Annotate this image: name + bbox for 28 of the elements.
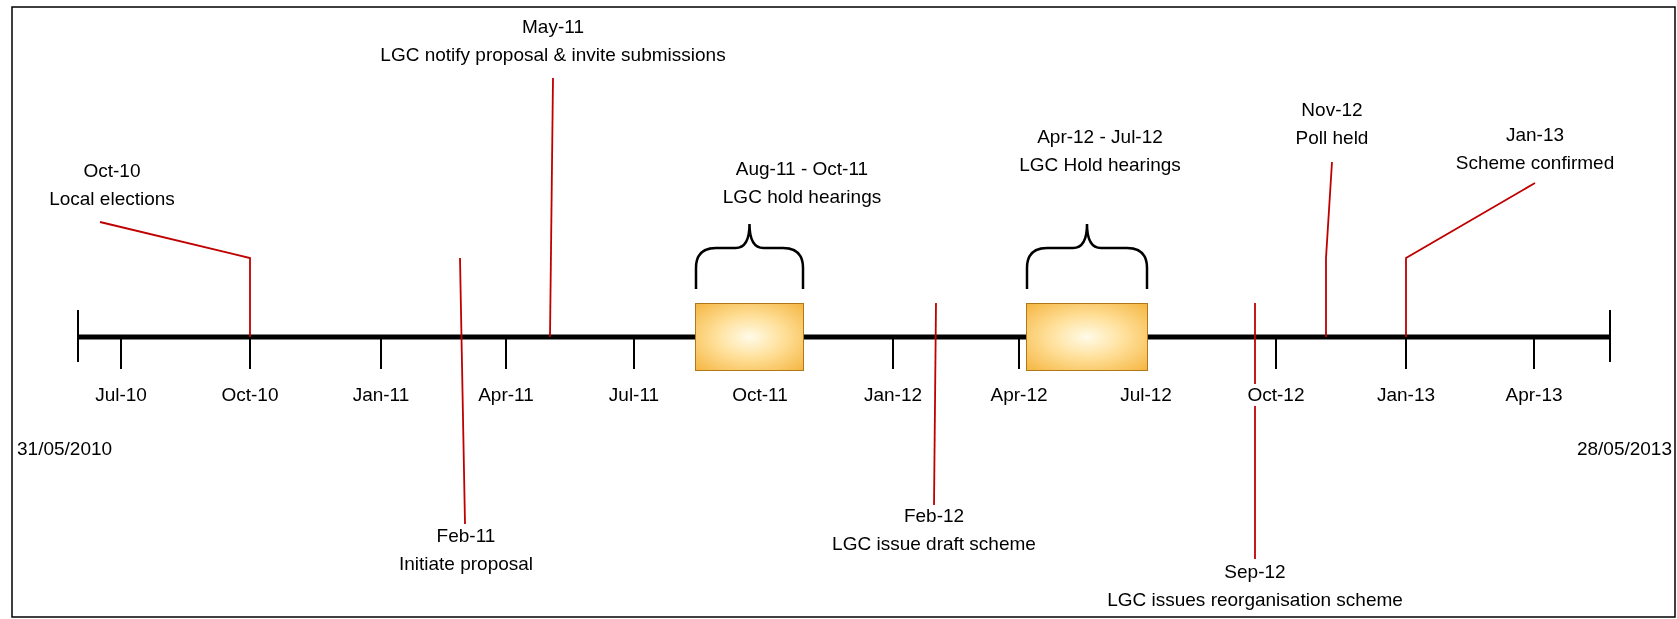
event-date: Nov-12 <box>1300 98 1364 122</box>
event-description: Poll held <box>1295 126 1369 150</box>
event-date: Jan-13 <box>1504 123 1566 147</box>
event-date: Oct-10 <box>82 159 142 183</box>
period-dates: Apr-12 - Jul-12 <box>1036 125 1164 149</box>
event-date: Feb-12 <box>902 504 966 528</box>
event-description: LGC issues reorganisation scheme <box>1107 588 1403 612</box>
period-dates: Aug-11 - Oct-11 <box>734 157 870 181</box>
leader-line <box>549 77 554 338</box>
leader-line <box>1325 161 1333 338</box>
leader-line <box>459 257 466 525</box>
period-description: LGC hold hearings <box>722 185 882 209</box>
event-date: Sep-12 <box>1223 560 1287 584</box>
tick-label: Oct-12 <box>1245 384 1307 406</box>
event-description: Local elections <box>49 187 175 211</box>
period-box <box>695 303 804 371</box>
leader-line <box>99 221 251 338</box>
period-description: LGC Hold hearings <box>1019 153 1181 177</box>
event-description: LGC notify proposal & invite submissions <box>380 43 726 67</box>
leader-line <box>1405 182 1536 338</box>
leader-line <box>933 302 937 506</box>
event-description: LGC issue draft scheme <box>832 532 1036 556</box>
event-date: May-11 <box>521 15 585 39</box>
event-date: Feb-11 <box>435 524 497 548</box>
event-description: Scheme confirmed <box>1455 151 1615 175</box>
leader-line <box>1254 302 1256 560</box>
period-box <box>1026 303 1148 371</box>
event-description: Initiate proposal <box>398 552 534 576</box>
